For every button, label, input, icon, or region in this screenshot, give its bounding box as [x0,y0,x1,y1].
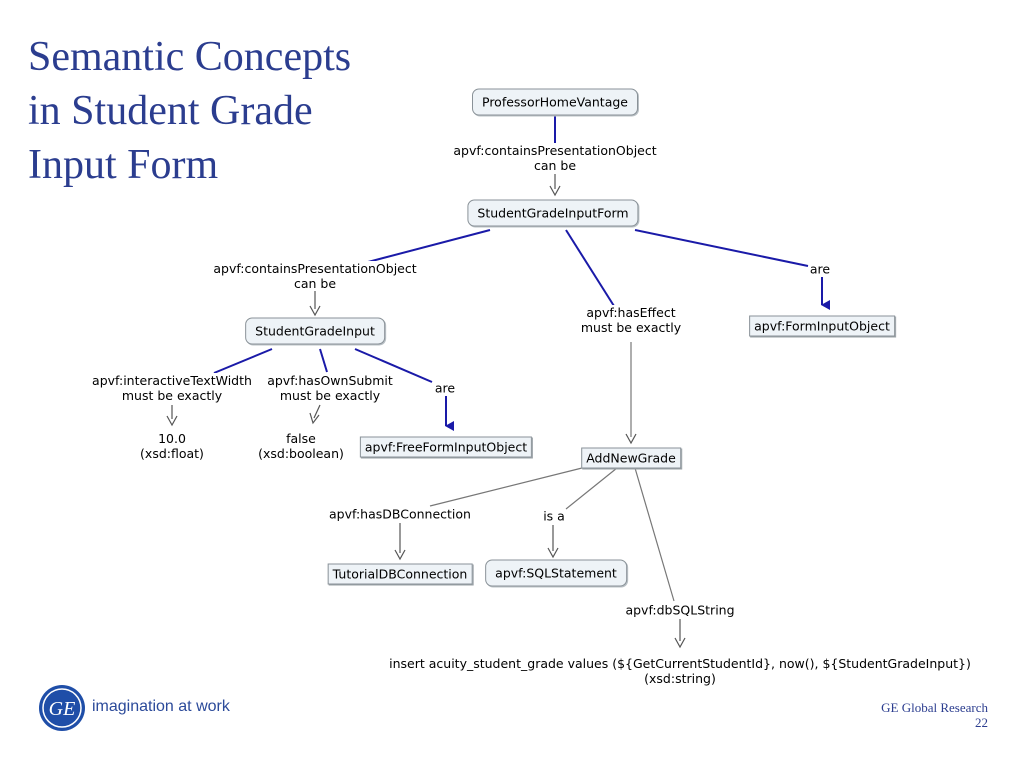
title-line-1: Semantic Concepts [28,34,352,80]
node-sql-statement: apvf:SQLStatement [485,559,627,587]
edge-sgif-to-contains-left [367,229,491,263]
value-text-width: 10.0 (xsd:float) [140,431,204,461]
slide-title: Semantic Concepts in Student Grade Input… [28,30,448,192]
org-name: GE Global Research [881,700,988,715]
label-has-effect: apvf:hasEffect must be exactly [580,305,682,335]
edge-ang-to-dbconn [429,467,583,507]
arrowhead-addnewgrade [625,433,637,445]
arrowhead-submit-value [309,412,320,425]
title-line-2: in Student Grade [28,88,313,134]
label-contains-left: apvf:containsPresentationObject can be [213,261,417,291]
edge-ang-to-dbsqlstring [634,467,675,602]
page-number: 22 [975,715,988,730]
label-has-own-submit: apvf:hasOwnSubmit must be exactly [267,373,393,403]
label-has-effect-line1: apvf:hasEffect [586,305,676,320]
ge-logo-text: GE [49,698,76,720]
node-add-new-grade: AddNewGrade [581,447,681,469]
arrowhead-width-value [166,415,178,427]
node-tutorial-db-connection: TutorialDBConnection [327,563,473,585]
arrowhead-sqlstatement [547,547,559,559]
arrowhead-sgi [309,305,321,317]
edge-ang-to-isa [565,467,618,510]
edge-sgif-to-haseffect [565,229,615,307]
arrowhead-sgif [549,185,561,197]
ge-logo-icon: GE [38,684,86,736]
label-are-right: are [809,261,831,277]
value-has-own-submit: false (xsd:boolean) [258,431,344,461]
footer-info: GE Global Research 22 [881,700,988,730]
tagline: imagination at work [92,698,230,715]
value-sql-string: insert acuity_student_grade values (${Ge… [389,656,971,686]
node-form-input-object: apvf:FormInputObject [749,315,895,337]
node-free-form-input-object: apvf:FreeFormInputObject [359,436,533,458]
label-has-own-submit-line1: apvf:hasOwnSubmit [267,373,393,388]
label-contains-top-line2: can be [533,158,577,173]
node-professor-home-vantage: ProfessorHomeVantage [472,88,638,116]
label-has-effect-line2: must be exactly [580,320,682,335]
label-has-own-submit-line2: must be exactly [279,388,381,403]
edge-sgi-to-width [213,348,273,374]
label-db-sql-string: apvf:dbSQLString [625,602,735,618]
value-sql-string-type: (xsd:string) [644,671,716,686]
value-has-own-submit-value: false [286,431,316,446]
edge-sgif-to-are-right [634,229,809,267]
arrowhead-tutorial [394,549,406,561]
label-are-mid: are [434,380,456,396]
node-student-grade-input-form: StudentGradeInputForm [467,199,639,227]
label-interactive-text-width-line1: apvf:interactiveTextWidth [92,373,252,388]
label-contains-left-line2: can be [293,276,337,291]
value-sql-string-text: insert acuity_student_grade values (${Ge… [389,656,971,671]
label-interactive-text-width-line2: must be exactly [121,388,223,403]
label-contains-top: apvf:containsPresentationObject can be [453,143,657,173]
label-contains-left-line1: apvf:containsPresentationObject [213,261,417,276]
label-contains-top-line1: apvf:containsPresentationObject [453,143,657,158]
label-has-db-connection: apvf:hasDBConnection [329,506,471,522]
edge-sgi-to-submit [319,348,328,373]
label-is-a: is a [543,508,565,524]
edge-submit-to-value [313,404,321,419]
arrowhead-sql-value [674,637,686,649]
value-has-own-submit-type: (xsd:boolean) [258,446,344,461]
title-line-3: Input Form [28,142,219,188]
edge-sgi-to-are-mid [354,348,433,383]
value-text-width-number: 10.0 [158,431,186,446]
node-student-grade-input: StudentGradeInput [245,317,385,345]
value-text-width-type: (xsd:float) [140,446,204,461]
label-interactive-text-width: apvf:interactiveTextWidth must be exactl… [92,373,252,403]
